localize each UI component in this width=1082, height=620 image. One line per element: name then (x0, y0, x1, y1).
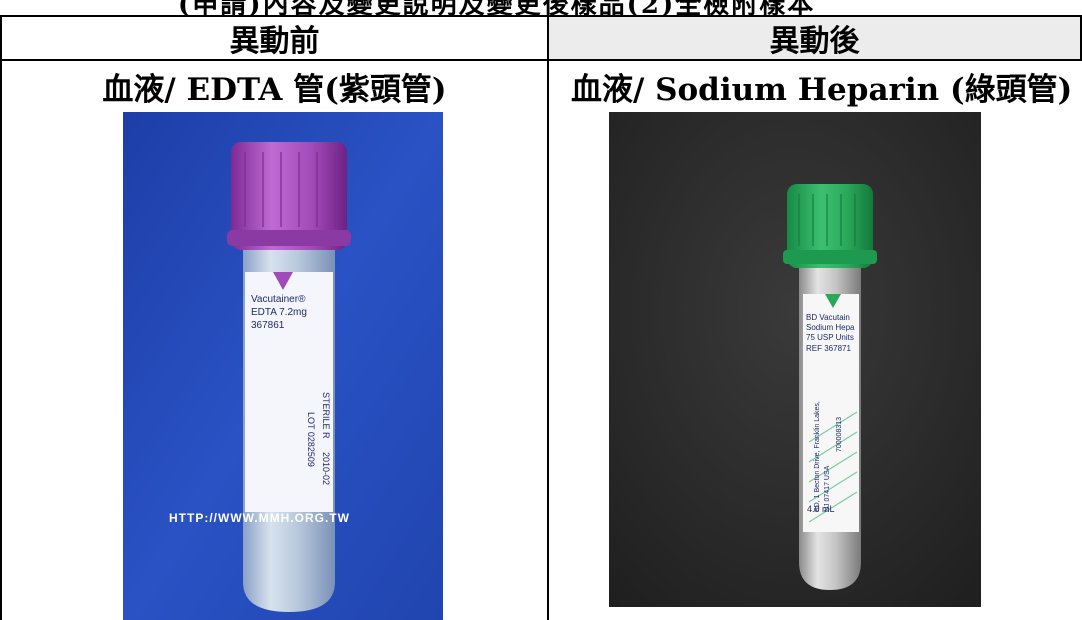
header-after: 異動後 (549, 17, 1080, 59)
table-divider-middle (547, 15, 549, 620)
table-border-top (0, 15, 1082, 17)
edta-lot-text: LOT 0282509 (306, 412, 316, 467)
top-caption-strip: (申請)內容及變更說明及變更後樣品(2)全檢附樣本 (0, 0, 1082, 17)
heparin-label-line-3: 75 USP Units (806, 333, 854, 342)
table-border-left (0, 15, 2, 620)
table-divider-header (0, 59, 1082, 61)
heparin-side-text-2: NJ 07417 USA (824, 465, 831, 512)
heparin-label-line-4: REF 367871 (806, 344, 851, 353)
edta-label-line-3: 367861 (251, 320, 285, 331)
heparin-tube-label (803, 294, 859, 532)
edta-tube-label (245, 272, 333, 512)
heparin-label-line-1: BD Vacutain (806, 313, 850, 322)
tube-label-before: 血液/ EDTA 管(紫頭管) (102, 71, 447, 108)
heparin-label-line-2: Sodium Hepa (806, 323, 855, 332)
edta-watermark: HTTP://WWW.MMH.ORG.TW (169, 511, 350, 525)
edta-label-line-1: Vacutainer® (251, 294, 306, 305)
heparin-cap (787, 184, 873, 268)
edta-label-line-2: EDTA 7.2mg (251, 307, 307, 318)
heparin-side-text: BD, 1 Becton Drive, Franklin Lakes, (814, 401, 821, 512)
heparin-volume: 4.0 mL (807, 504, 835, 514)
header-before: 異動前 (2, 17, 547, 59)
heparin-side-code: 700008313 (836, 417, 843, 452)
table-border-right (1080, 15, 1082, 61)
tube-label-after: 血液/ Sodium Heparin (綠頭管) (571, 71, 1073, 108)
edta-sterile-text: STERILE R (321, 392, 331, 439)
edta-tube-photo: Vacutainer® EDTA 7.2mg 367861 STERILE R … (123, 112, 443, 620)
edta-expiry-text: 2010-02 (321, 452, 331, 485)
heparin-tube-photo: BD Vacutain Sodium Hepa 75 USP Units REF… (609, 112, 981, 607)
top-caption: (申請)內容及變更說明及變更後樣品(2)全檢附樣本 (178, 0, 816, 17)
